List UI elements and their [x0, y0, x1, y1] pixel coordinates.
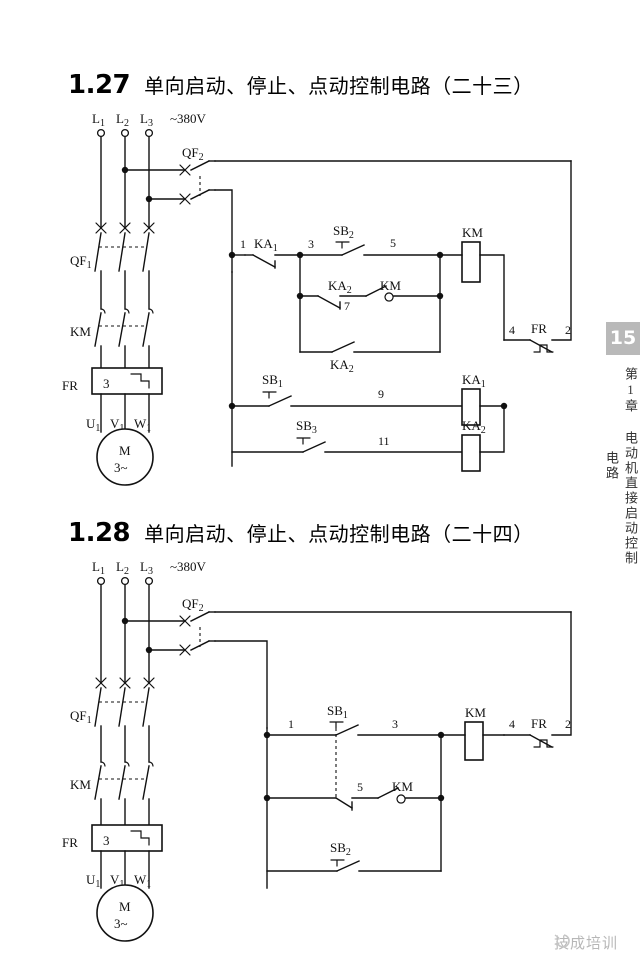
- label-qf2: QF2: [182, 145, 204, 163]
- label-fr-contact: FR: [531, 716, 547, 731]
- label-sb2: SB2: [330, 840, 351, 858]
- terminal-l2: [120, 576, 130, 586]
- label-sb1: SB1: [327, 703, 348, 721]
- figure-1-27-title: 1.27 单向启动、停止、点动控制电路（二十三）: [68, 70, 534, 100]
- node-1: 1: [240, 237, 246, 251]
- terminal-l2: [120, 128, 130, 138]
- page-number: 15: [606, 322, 640, 355]
- label-voltage: ~380V: [170, 559, 207, 574]
- node-2: 2: [565, 717, 571, 731]
- label-sb3: SB3: [296, 418, 317, 436]
- schematic-1-28: L1 L2 L3 ~380V QF2: [62, 559, 572, 942]
- label-sb1: SB1: [262, 372, 283, 390]
- label-km-aux: KM: [392, 779, 413, 794]
- label-sb2: SB2: [333, 223, 354, 241]
- logo-icon: [554, 934, 570, 948]
- label-ka2-coil: KA2: [462, 418, 486, 436]
- label-l1: L1: [92, 111, 105, 129]
- terminal-l1: [96, 576, 106, 586]
- label-ka1-coil: KA1: [462, 372, 486, 390]
- motor-symbol: [96, 884, 154, 942]
- node-7: 7: [344, 299, 350, 313]
- node-4: 4: [509, 323, 515, 337]
- schematic-1-27: L1 L2 L3 ~380V QF2: [62, 111, 572, 486]
- label-km-coil: KM: [465, 705, 486, 720]
- label-qf1: QF1: [70, 708, 92, 726]
- terminal-l1: [96, 128, 106, 138]
- label-ka2-no: KA2: [330, 357, 354, 375]
- watermark: 技成培训: [554, 932, 618, 953]
- km-coil: [464, 721, 484, 761]
- page-side-tab: 15 第1章 电动机直接启动控制电路: [604, 322, 640, 571]
- fr-value: 3: [103, 833, 110, 848]
- fr-block: [91, 367, 163, 395]
- chapter-label: 第1章 电动机直接启动控制电路: [604, 366, 638, 566]
- figure-number: 1.28: [68, 518, 131, 548]
- motor-phase: 3~: [114, 460, 128, 475]
- figure-1-27: 1.27 单向启动、停止、点动控制电路（二十三） L1 L2 L3 ~380V …: [62, 70, 572, 486]
- fr-value: 3: [103, 376, 110, 391]
- motor-label: M: [119, 899, 131, 914]
- label-l2: L2: [116, 111, 129, 129]
- fr-block: [91, 824, 163, 852]
- node-1: 1: [288, 717, 294, 731]
- label-km-coil: KM: [462, 225, 483, 240]
- figure-1-28: 1.28 单向启动、停止、点动控制电路（二十四） L1 L2 L3 ~380V …: [0, 500, 640, 967]
- label-l2: L2: [116, 559, 129, 577]
- label-qf2: QF2: [182, 596, 204, 614]
- label-km-main: KM: [70, 324, 91, 339]
- terminal-l3: [144, 128, 154, 138]
- figure-number: 1.27: [68, 70, 131, 100]
- watermark-text: 技成培训: [553, 934, 618, 952]
- motor-label: M: [119, 443, 131, 458]
- label-fr: FR: [62, 378, 78, 393]
- node-9: 9: [378, 387, 384, 401]
- figure-title-text: 单向启动、停止、点动控制电路（二十四）: [144, 522, 534, 546]
- label-l3: L3: [140, 111, 153, 129]
- figure-title-text: 单向启动、停止、点动控制电路（二十三）: [144, 74, 534, 98]
- terminal-l3: [144, 576, 154, 586]
- label-km-aux: KM: [380, 278, 401, 293]
- label-ka1-contact: KA1: [254, 236, 278, 254]
- label-qf1: QF1: [70, 253, 92, 271]
- motor-phase: 3~: [114, 916, 128, 931]
- km-coil: [461, 241, 481, 283]
- label-ka2-nc: KA2: [328, 278, 352, 296]
- node-4: 4: [509, 717, 515, 731]
- node-3: 3: [308, 237, 314, 251]
- motor-symbol: [96, 428, 154, 486]
- node-5: 5: [357, 780, 363, 794]
- ka2-coil: [461, 434, 481, 472]
- node-2: 2: [565, 323, 571, 337]
- label-voltage: ~380V: [170, 111, 207, 126]
- label-l1: L1: [92, 559, 105, 577]
- node-11: 11: [378, 434, 390, 448]
- node-3: 3: [392, 717, 398, 731]
- label-u1: U1: [86, 872, 100, 890]
- ka1-coil: [461, 388, 481, 426]
- label-u1: U1: [86, 416, 100, 434]
- label-fr-contact: FR: [531, 321, 547, 336]
- figure-1-28-title: 1.28 单向启动、停止、点动控制电路（二十四）: [68, 518, 534, 548]
- label-km-main: KM: [70, 777, 91, 792]
- label-fr: FR: [62, 835, 78, 850]
- label-l3: L3: [140, 559, 153, 577]
- node-5: 5: [390, 236, 396, 250]
